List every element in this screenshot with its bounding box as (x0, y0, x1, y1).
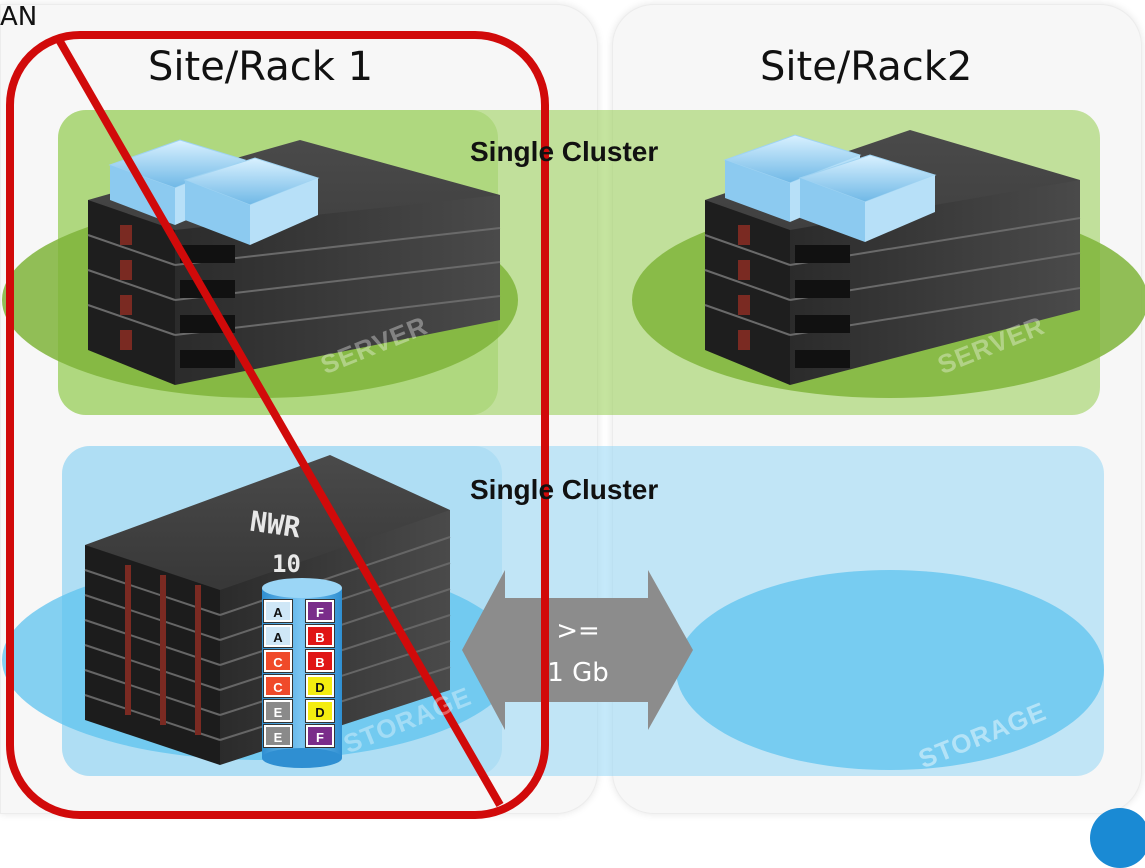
infrastructure-graphic (2, 31, 1145, 819)
link-arrow (462, 570, 693, 730)
volume-disk-c: C (263, 674, 293, 698)
volume-disk-f: F (305, 599, 335, 623)
volume-disk-b: B (305, 624, 335, 648)
site-rack-1-title: Site/Rack 1 (148, 44, 374, 90)
site1-cross-out (6, 31, 549, 819)
volume-disk-d: D (305, 699, 335, 723)
server-cluster-label: Single Cluster (470, 136, 659, 167)
volume-disk-e: E (263, 699, 293, 723)
volume-disk-c: C (263, 649, 293, 673)
server-rack-site1 (87, 139, 501, 385)
site-rack-2-title: Site/Rack2 (760, 44, 973, 90)
volume-disk-d: D (305, 674, 335, 698)
volume-disk-f: F (305, 724, 335, 748)
hp-logo-icon (1090, 808, 1145, 868)
volume-disk-e: E (263, 724, 293, 748)
link-label-line2: 1 Gb (547, 658, 609, 688)
volume-disk-a: A (263, 624, 293, 648)
link-label-line1: >= (556, 616, 600, 646)
storage-platter-site2 (676, 570, 1104, 770)
volume-disk-b: B (305, 649, 335, 673)
storage-unit-text-2: 10 (272, 550, 301, 578)
storage-unit-text: NWR (247, 504, 303, 545)
server-rack-site2 (704, 130, 1081, 385)
corner-text: AN (0, 2, 38, 32)
volume-disk-a: A (263, 599, 293, 623)
storage-cluster-label: Single Cluster (470, 474, 659, 505)
